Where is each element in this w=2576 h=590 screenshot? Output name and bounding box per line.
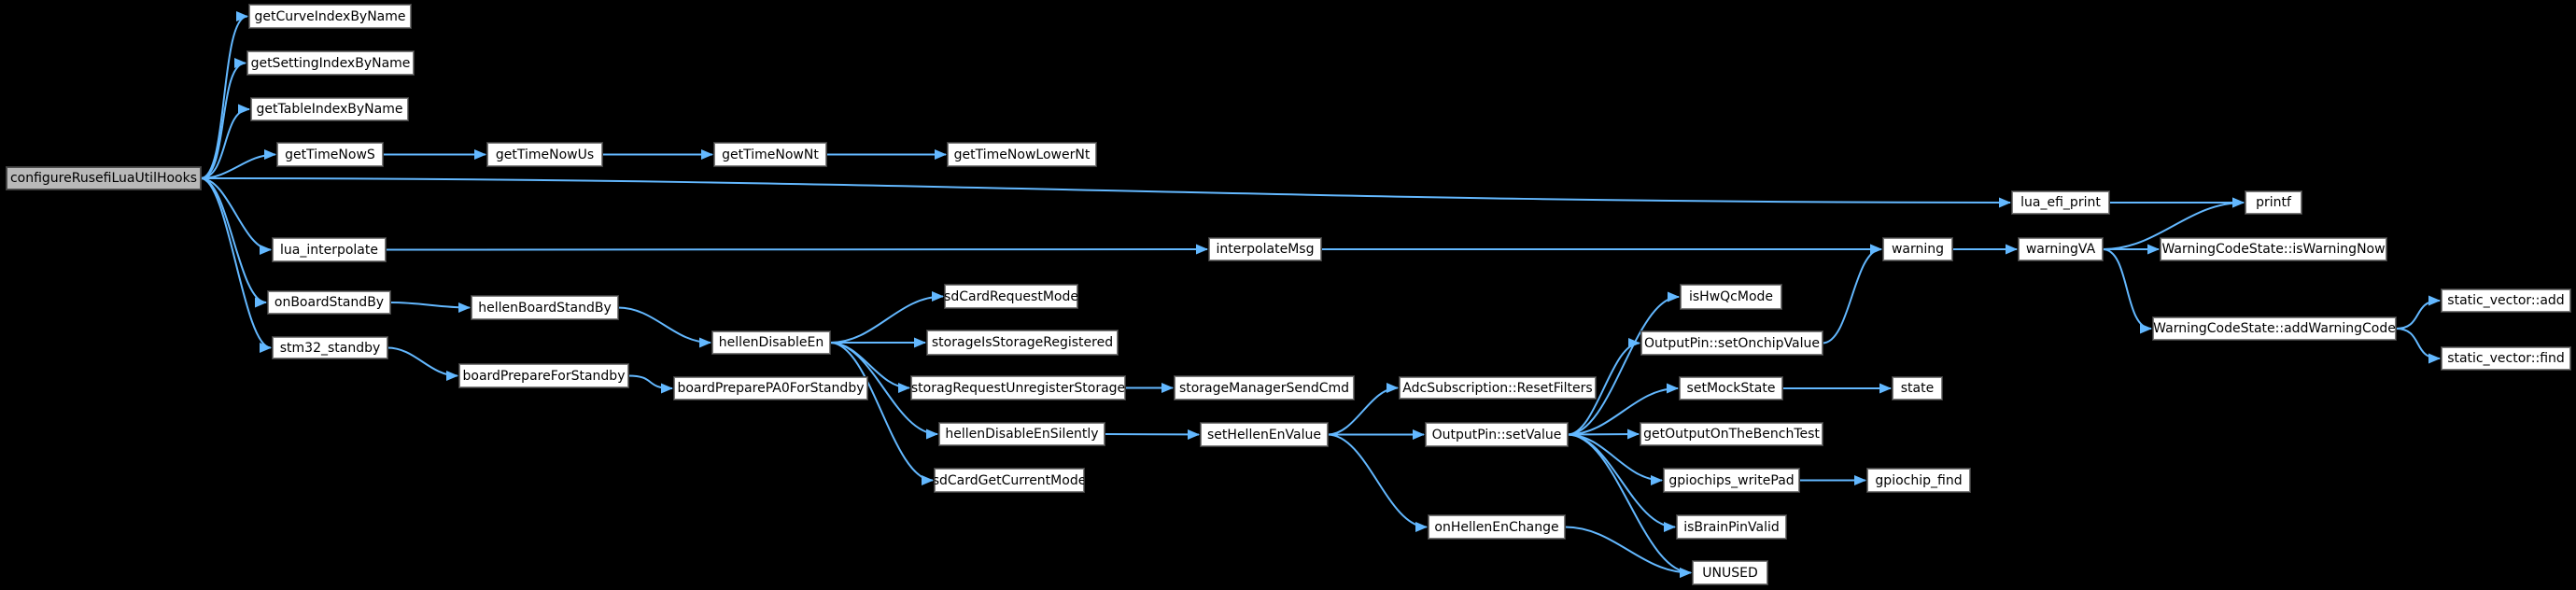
edge-hellenDisableEn-to-sdCardGetCurrentMode <box>829 342 934 485</box>
node-interpolateMsg[interactable]: interpolateMsg <box>1208 237 1322 261</box>
edge-hellenDisableEn-to-sdCardRequestMode <box>829 291 944 344</box>
node-WarningCodeState_isWarningNow[interactable]: WarningCodeState::isWarningNow <box>2160 237 2387 261</box>
edge-warningVA-to-WarningCodeState_addWarningCode <box>2102 248 2152 334</box>
node-configureRusefiLuaUtilHooks: configureRusefiLuaUtilHooks <box>6 166 202 190</box>
edge-configureRusefiLuaUtilHooks-to-getTableIndexByName <box>200 104 250 179</box>
edge-setHellenEnValue-to-onHellenEnChange <box>1327 433 1428 532</box>
node-getOutputOnTheBenchTest[interactable]: getOutputOnTheBenchTest <box>1640 422 1823 446</box>
edge-OutputPin_setOnchipValue-to-warning <box>1822 244 1882 344</box>
node-getTimeNowS[interactable]: getTimeNowS <box>276 142 384 167</box>
edge-configureRusefiLuaUtilHooks-to-lua_efi_print <box>200 177 2011 208</box>
node-OutputPin_setOnchipValue[interactable]: OutputPin::setOnchipValue <box>1640 330 1823 356</box>
node-OutputPin_setValue[interactable]: OutputPin::setValue <box>1425 422 1569 447</box>
edge-hellenDisableEn-to-hellenDisableEnSilently <box>829 342 938 440</box>
edge-OutputPin_setValue-to-setMockState <box>1567 383 1679 436</box>
edge-boardPrepareForStandby-to-boardPreparePA0ForStandby <box>627 374 673 394</box>
edge-OutputPin_setValue-to-UNUSED <box>1567 433 1692 578</box>
edge-WarningCodeState_addWarningCode-to-static_vector_find <box>2395 328 2441 364</box>
edge-setHellenEnValue-to-AdcSubscription_ResetFilters <box>1327 383 1399 436</box>
edge-WarningCodeState_addWarningCode-to-static_vector_add <box>2395 295 2441 330</box>
node-boardPrepareForStandby[interactable]: boardPrepareForStandby <box>458 363 629 388</box>
node-setMockState[interactable]: setMockState <box>1679 376 1783 400</box>
node-gpiochips_writePad[interactable]: gpiochips_writePad <box>1663 468 1800 493</box>
node-setHellenEnValue[interactable]: setHellenEnValue <box>1200 422 1329 447</box>
node-getCurveIndexByName[interactable]: getCurveIndexByName <box>248 4 412 29</box>
node-getSettingIndexByName[interactable]: getSettingIndexByName <box>246 50 415 76</box>
node-onBoardStandBy[interactable]: onBoardStandBy <box>267 290 391 315</box>
node-warningVA[interactable]: warningVA <box>2018 237 2104 261</box>
edge-configureRusefiLuaUtilHooks-to-getCurveIndexByName <box>200 11 248 179</box>
node-sdCardRequestMode[interactable]: sdCardRequestMode <box>944 284 1078 309</box>
node-stm32_standby[interactable]: stm32_standby <box>272 336 388 359</box>
node-WarningCodeState_addWarningCode[interactable]: WarningCodeState::addWarningCode <box>2152 316 2397 341</box>
node-getTableIndexByName[interactable]: getTableIndexByName <box>250 97 409 121</box>
node-getTimeNowUs[interactable]: getTimeNowUs <box>486 142 603 167</box>
node-hellenBoardStandBy[interactable]: hellenBoardStandBy <box>471 295 619 320</box>
edge-configureRusefiLuaUtilHooks-to-onBoardStandBy <box>200 177 267 308</box>
node-isBrainPinValid[interactable]: isBrainPinValid <box>1676 514 1787 540</box>
edge-hellenDisableEnSilently-to-setHellenEnValue <box>1104 428 1200 440</box>
node-warning[interactable]: warning <box>1882 237 1953 261</box>
node-storageManagerSendCmd[interactable]: storageManagerSendCmd <box>1174 375 1355 400</box>
node-isHwQcMode[interactable]: isHwQcMode <box>1680 284 1782 310</box>
edge-warningVA-to-printf <box>2102 197 2245 250</box>
node-boardPreparePA0ForStandby[interactable]: boardPreparePA0ForStandby <box>673 376 868 400</box>
node-lua_interpolate[interactable]: lua_interpolate <box>272 237 387 262</box>
edge-configureRusefiLuaUtilHooks-to-stm32_standby <box>200 177 272 353</box>
node-storageIsStorageRegistered[interactable]: storageIsStorageRegistered <box>926 330 1119 356</box>
node-AdcSubscription_ResetFilters[interactable]: AdcSubscription::ResetFilters <box>1399 376 1597 400</box>
node-lua_efi_print[interactable]: lua_efi_print <box>2011 190 2110 215</box>
edge-stm32_standby-to-boardPrepareForStandby <box>387 346 458 381</box>
edge-configureRusefiLuaUtilHooks-to-lua_interpolate <box>200 177 272 255</box>
node-UNUSED[interactable]: UNUSED <box>1692 560 1768 585</box>
edge-lua_interpolate-to-interpolateMsg <box>385 244 1208 255</box>
node-getTimeNowNt[interactable]: getTimeNowNt <box>713 142 827 167</box>
node-state[interactable]: state <box>1892 376 1943 400</box>
node-storagRequestUnregisterStorage[interactable]: storagRequestUnregisterStorage <box>910 375 1126 400</box>
node-getTimeNowLowerNt[interactable]: getTimeNowLowerNt <box>947 142 1097 167</box>
edge-configureRusefiLuaUtilHooks-to-getSettingIndexByName <box>200 58 246 179</box>
node-onHellenEnChange[interactable]: onHellenEnChange <box>1428 514 1566 540</box>
node-static_vector_find[interactable]: static_vector::find <box>2441 346 2571 371</box>
node-gpiochip_find[interactable]: gpiochip_find <box>1866 468 1971 493</box>
edge-OutputPin_setValue-to-getOutputOnTheBenchTest <box>1567 428 1640 440</box>
edge-OutputPin_setValue-to-isHwQcMode <box>1567 291 1680 436</box>
edge-onBoardStandBy-to-hellenBoardStandBy <box>389 302 471 313</box>
node-sdCardGetCurrentMode[interactable]: sdCardGetCurrentMode <box>933 468 1086 493</box>
node-printf[interactable]: printf <box>2245 190 2302 215</box>
node-hellenDisableEn[interactable]: hellenDisableEn <box>711 330 831 355</box>
edge-OutputPin_setValue-to-OutputPin_setOnchipValue <box>1567 338 1640 436</box>
edge-onHellenEnChange-to-UNUSED <box>1564 526 1692 578</box>
node-static_vector_add[interactable]: static_vector::add <box>2441 288 2571 313</box>
edge-hellenBoardStandBy-to-hellenDisableEn <box>617 306 711 348</box>
node-hellenDisableEnSilently[interactable]: hellenDisableEnSilently <box>938 422 1105 446</box>
